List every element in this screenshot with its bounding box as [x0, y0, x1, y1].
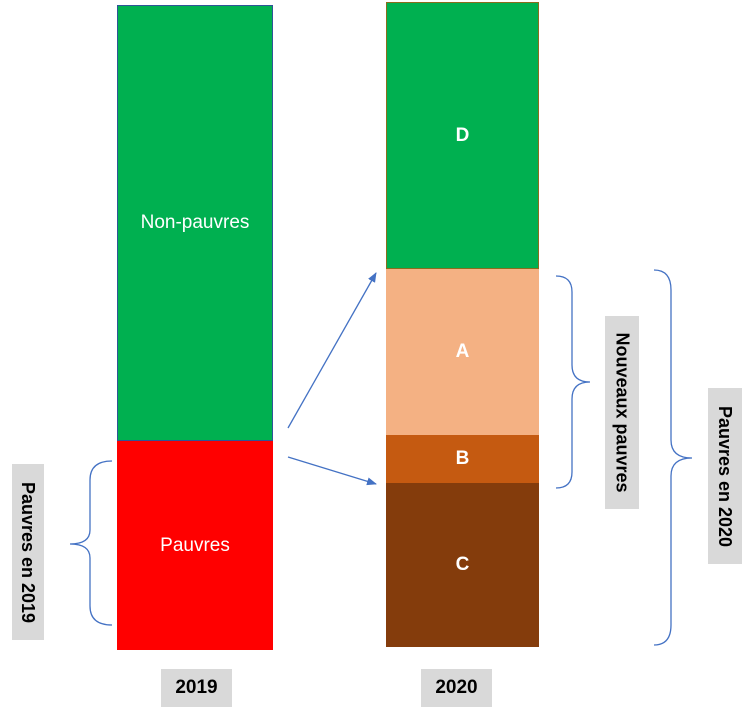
label-poor-2020: Pauvres en 2020 — [708, 388, 742, 564]
bracket-new-poor — [555, 275, 591, 489]
label-non-poor: Non-pauvres — [140, 212, 250, 233]
label-b: B — [455, 448, 470, 469]
year-2020-label: 2020 — [421, 669, 492, 707]
bracket-poor-2019 — [69, 460, 113, 626]
label-poor-2019: Pauvres en 2019 — [12, 464, 44, 640]
label-c: C — [455, 554, 470, 575]
arrow-to-a — [287, 272, 377, 429]
segment-b-2020: B — [386, 435, 539, 483]
arrow-to-b — [287, 456, 377, 486]
segment-poor-2019: Pauvres — [117, 441, 273, 650]
segment-c-2020: C — [386, 483, 539, 647]
label-d: D — [455, 124, 470, 146]
label-new-poor: Nouveaux pauvres — [605, 316, 639, 509]
label-a: A — [455, 341, 470, 362]
label-poor: Pauvres — [160, 534, 230, 556]
segment-a-2020: A — [386, 269, 539, 435]
bracket-poor-2020 — [653, 269, 693, 646]
year-2019-label: 2019 — [161, 669, 232, 707]
segment-non-poor-2019: Non-pauvres — [117, 5, 273, 441]
segment-d-2020: D — [386, 2, 539, 269]
